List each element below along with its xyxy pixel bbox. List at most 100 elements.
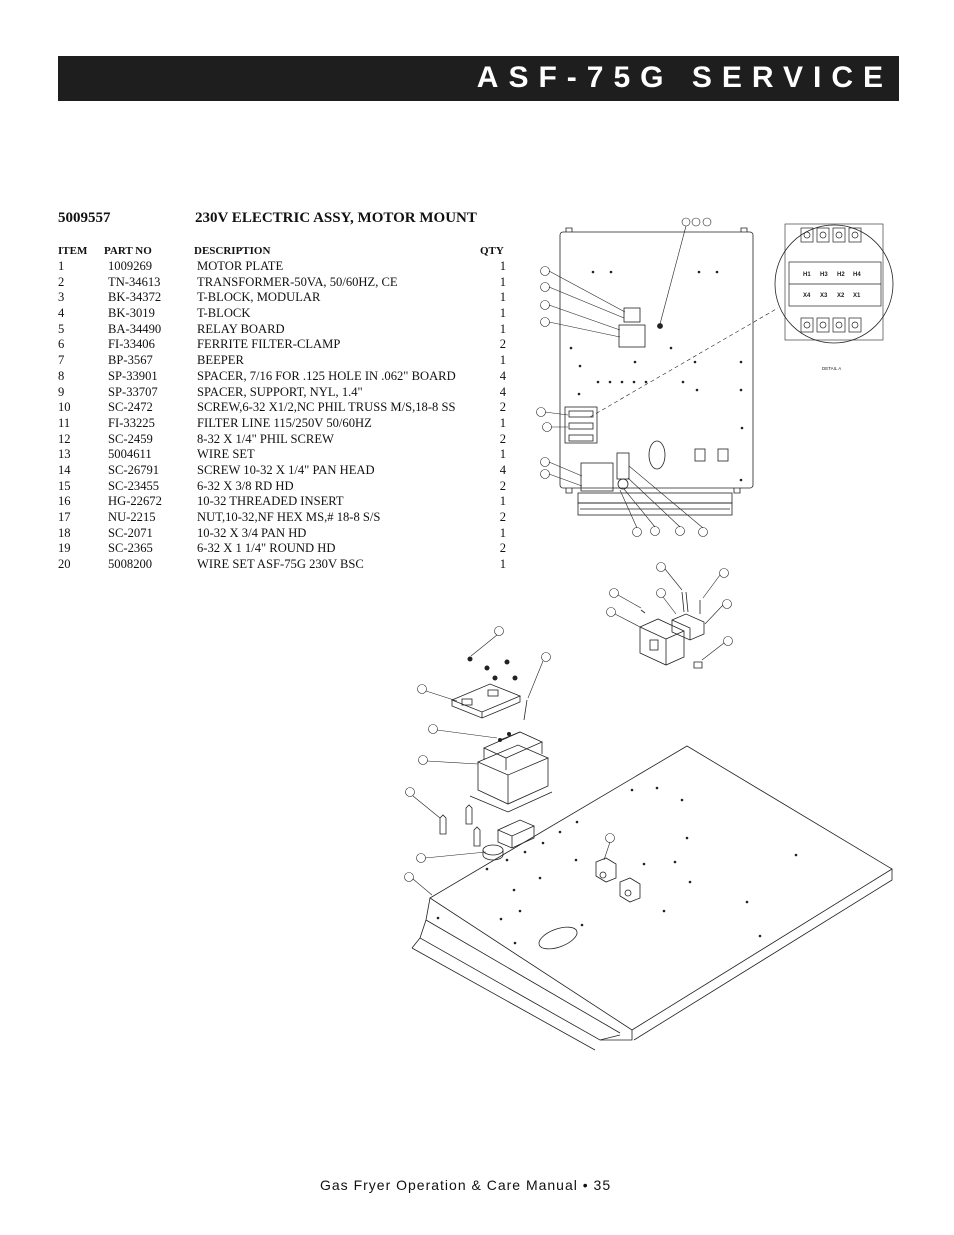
- part-description: 10-32 X 3/4 PAN HD: [197, 525, 307, 540]
- part-qty: 1: [499, 306, 506, 321]
- part-description: TRANSFORMER-50VA, 50/60HZ, CE: [197, 274, 398, 289]
- motor-plate-iso: [411, 745, 893, 1051]
- part-number: SC-2071: [108, 525, 153, 540]
- item-number: 1: [58, 259, 65, 273]
- part-description: 10-32 THREADED INSERT: [197, 494, 344, 509]
- header-description: DESCRIPTION: [194, 245, 271, 257]
- part-qty: 4: [499, 384, 506, 399]
- terminal-x4: X4: [803, 293, 811, 299]
- detail-a: H1 H3 H2 H4 X4 X3 X2 X1 DETAIL A: [774, 223, 894, 371]
- table-row: 2 TN-34613 TRANSFORMER-50VA, 50/60HZ, CE 1: [58, 275, 508, 291]
- plan-view: [536, 217, 779, 537]
- part-number: SP-33707: [108, 384, 158, 399]
- terminal-h1: H1: [803, 272, 811, 278]
- item-number: 18: [58, 525, 71, 540]
- item-number: 4: [58, 306, 65, 321]
- terminal-h4: H4: [853, 272, 861, 278]
- part-qty: 1: [499, 259, 506, 273]
- item-number: 19: [58, 541, 71, 556]
- components-iso: [404, 626, 615, 896]
- part-number: BK-34372: [108, 290, 162, 305]
- part-qty: 2: [499, 510, 506, 524]
- part-qty: 1: [499, 494, 506, 509]
- table-row: 18 SC-2071 10-32 X 3/4 PAN HD 1: [58, 526, 508, 542]
- part-number: SC-2459: [108, 431, 153, 446]
- part-description: RELAY BOARD: [197, 321, 285, 336]
- part-qty: 1: [499, 353, 506, 368]
- item-number: 8: [58, 368, 65, 383]
- header-bar: ASF-75G SERVICE: [58, 56, 899, 101]
- table-row: 8 SP-33901 SPACER, 7/16 FOR .125 HOLE IN .…: [58, 369, 508, 385]
- assembly-number: 5009557: [58, 210, 111, 226]
- part-qty: 1: [499, 415, 506, 430]
- part-qty: 1: [499, 321, 506, 336]
- part-number: BA-34490: [108, 321, 162, 336]
- part-number: FI-33406: [108, 337, 155, 352]
- part-description: SCREW,6-32 X1/2,NC PHIL TRUSS M/S,18-8 S…: [197, 400, 456, 415]
- item-number: 12: [58, 431, 71, 446]
- terminal-h2: H2: [837, 272, 845, 278]
- header-item: ITEM: [58, 245, 88, 257]
- part-qty: 1: [499, 557, 506, 572]
- detail-label: DETAIL A: [822, 366, 841, 371]
- table-row: 16 HG-22672 10-32 THREADED INSERT 1: [58, 494, 508, 510]
- part-description: WIRE SET ASF-75G 230V BSC: [197, 557, 364, 572]
- part-number: 5008200: [108, 557, 153, 572]
- part-description: BEEPER: [197, 353, 244, 368]
- table-row: 10 SC-2472 SCREW,6-32 X1/2,NC PHIL TRUSS M…: [58, 400, 508, 416]
- part-qty: 2: [499, 400, 506, 415]
- part-number: 5004611: [108, 447, 152, 462]
- part-number: SP-33901: [108, 368, 158, 383]
- part-number: 1009269: [108, 259, 153, 273]
- item-number: 9: [58, 384, 65, 399]
- header-qty: QTY: [480, 245, 504, 257]
- item-number: 10: [58, 400, 71, 415]
- part-number: HG-22672: [108, 494, 162, 509]
- part-number: TN-34613: [108, 274, 161, 289]
- part-qty: 2: [499, 478, 506, 493]
- header-part: PART NO: [104, 245, 152, 257]
- item-number: 14: [58, 462, 71, 477]
- assembly-title: 230V ELECTRIC ASSY, MOTOR MOUNT: [195, 210, 477, 226]
- item-number: 7: [58, 353, 65, 368]
- item-number: 6: [58, 337, 65, 352]
- part-description: 8-32 X 1/4" PHIL SCREW: [197, 431, 334, 446]
- part-description: FILTER LINE 115/250V 50/60HZ: [197, 415, 372, 430]
- part-qty: 1: [499, 525, 506, 540]
- item-number: 2: [58, 274, 65, 289]
- part-description: WIRE SET: [197, 447, 255, 462]
- terminal-x2: X2: [837, 293, 845, 299]
- part-qty: 1: [499, 290, 506, 305]
- part-description: 6-32 X 1 1/4" ROUND HD: [197, 541, 336, 556]
- item-number: 15: [58, 478, 71, 493]
- part-description: SCREW 10-32 X 1/4" PAN HEAD: [197, 462, 375, 477]
- item-number: 17: [58, 510, 71, 524]
- part-description: MOTOR PLATE: [197, 259, 284, 273]
- terminal-x1: X1: [853, 293, 861, 299]
- page-title: ASF-75G SERVICE: [476, 61, 893, 94]
- item-number: 13: [58, 447, 71, 462]
- filter-assembly: [606, 562, 733, 669]
- part-number: SC-2365: [108, 541, 153, 556]
- part-qty: 2: [499, 337, 506, 352]
- item-number: 3: [58, 290, 65, 305]
- part-qty: 1: [499, 274, 506, 289]
- part-number: NU-2215: [108, 510, 156, 524]
- part-number: SC-2472: [108, 400, 153, 415]
- table-row: 1 1009269 MOTOR PLATE 1: [58, 259, 508, 275]
- part-qty: 4: [499, 462, 506, 477]
- part-description: SPACER, 7/16 FOR .125 HOLE IN .062" BOAR…: [197, 368, 456, 383]
- item-number: 16: [58, 494, 71, 509]
- part-number: SC-23455: [108, 478, 160, 493]
- part-number: BP-3567: [108, 353, 153, 368]
